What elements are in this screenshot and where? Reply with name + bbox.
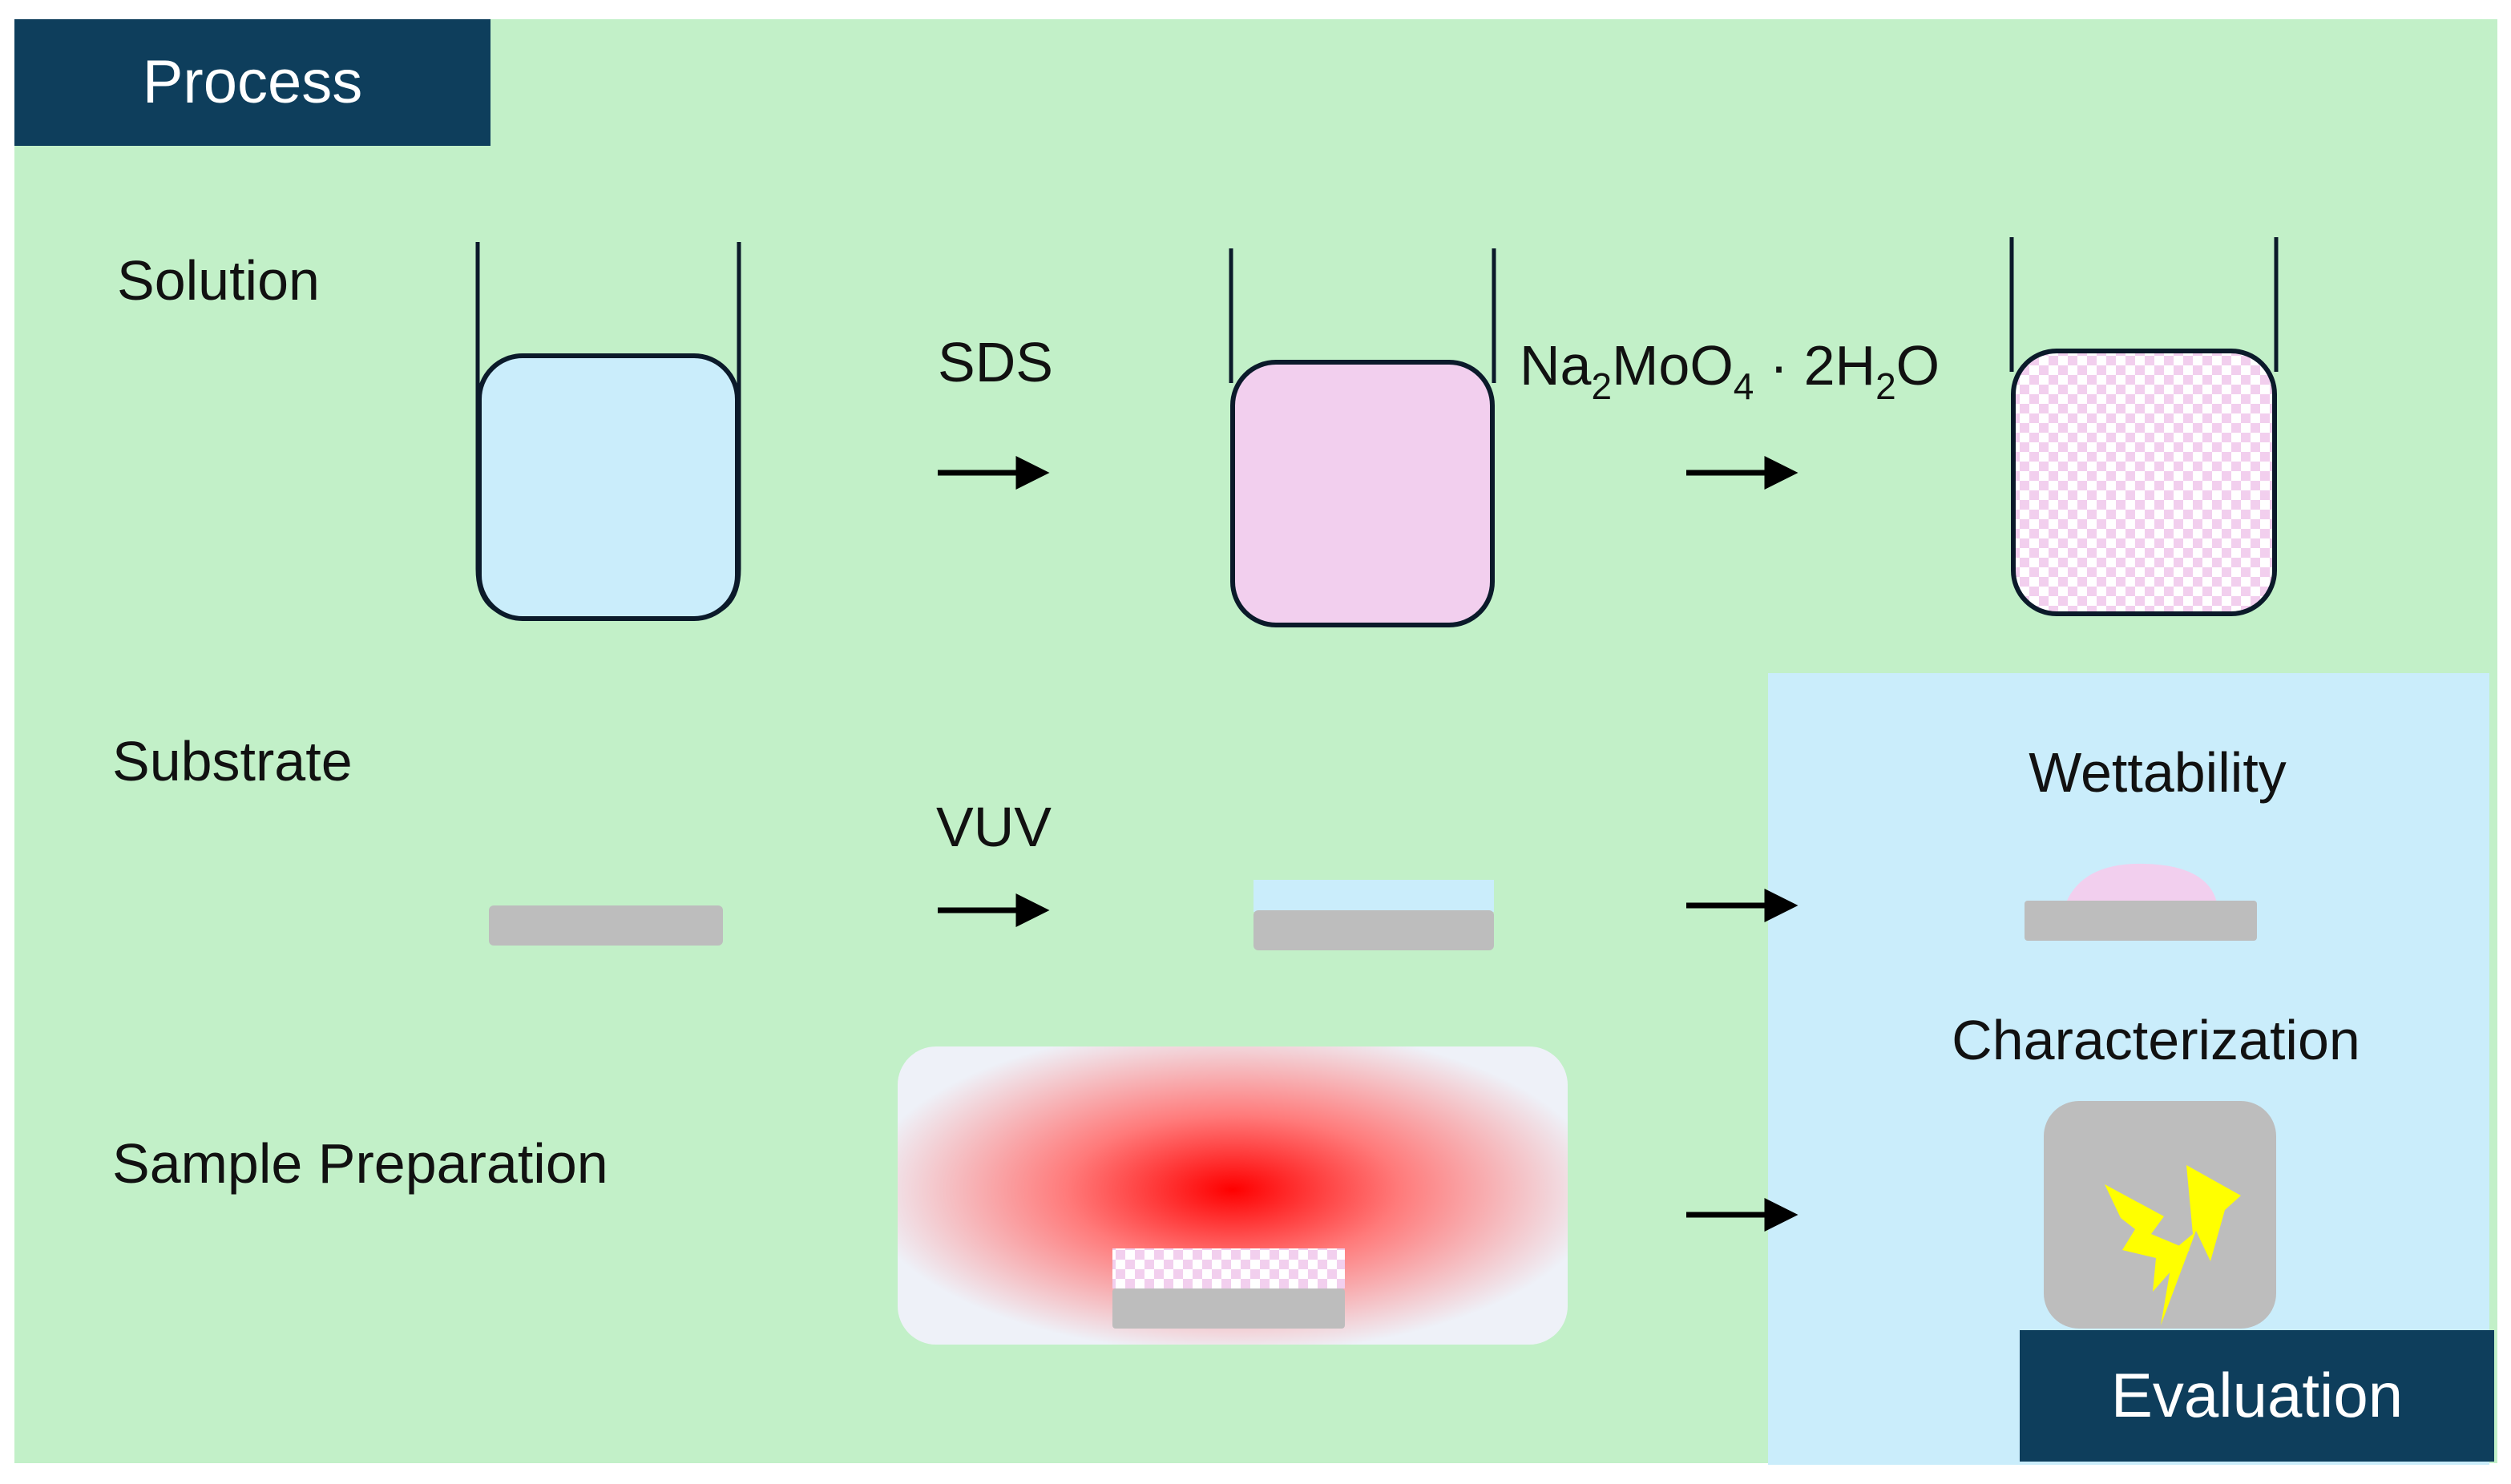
beaker-water-icon [475, 242, 741, 621]
beaker-molybdate-icon [2009, 237, 2279, 616]
process-header [14, 19, 490, 146]
arrows [938, 456, 1798, 1232]
droplet-icon [2025, 863, 2257, 941]
row-label-solution: Solution [117, 249, 320, 312]
eval-label-wettability: Wettability [2029, 741, 2287, 804]
process-title: Process [143, 48, 363, 116]
step-label-sds: SDS [938, 331, 1053, 393]
substrate-bare [489, 905, 723, 946]
step-label-vuv: VUV [936, 796, 1052, 858]
instrument-icon [2044, 1101, 2276, 1329]
evaluation-title: Evaluation [2111, 1360, 2403, 1430]
spark-right [2161, 1165, 2241, 1325]
evaluation-header [2020, 1330, 2494, 1462]
row-label-substrate: Substrate [112, 730, 353, 792]
step-label-molybdate: Na2MoO4 · 2H2O [1520, 334, 1940, 407]
spark-left [2105, 1184, 2190, 1292]
eval-label-characterization: Characterization [1952, 1009, 2360, 1071]
coated-film [1112, 1248, 1345, 1288]
heated-substrate [1112, 1288, 1345, 1329]
beaker-sds-icon [1229, 248, 1496, 627]
substrate-treated [1253, 880, 1494, 950]
heater-icon [898, 1046, 1568, 1345]
row-label-sample-preparation: Sample Preparation [112, 1132, 608, 1195]
